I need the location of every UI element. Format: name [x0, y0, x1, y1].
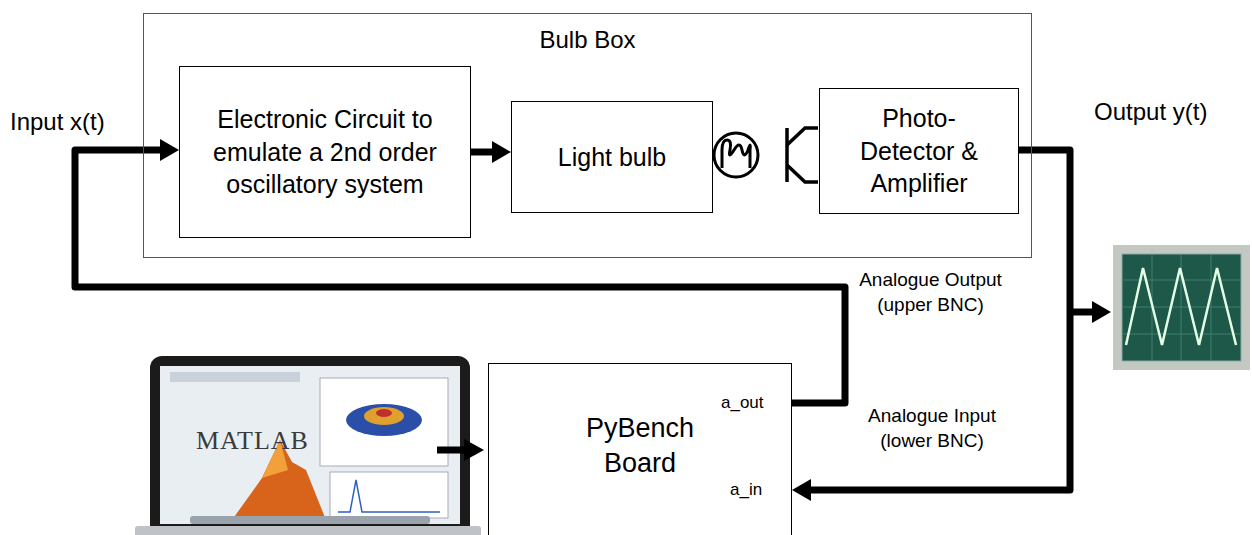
- usb-link-arrow: [437, 439, 484, 461]
- pin-name: a_out: [721, 392, 764, 414]
- bulb-symbol: [714, 133, 758, 177]
- arrowhead: [792, 479, 811, 501]
- signal-name: Input x(t): [10, 106, 105, 137]
- signal-wire: [792, 150, 1070, 501]
- process-box: Electronic Circuit to emulate a 2nd orde…: [179, 66, 471, 238]
- wire-line: [471, 149, 494, 156]
- box-title: Bulb Box: [144, 24, 1031, 55]
- scope-feed: [1070, 301, 1111, 323]
- oscilloscope: [1113, 245, 1250, 370]
- process-box: Light bulb: [511, 101, 713, 213]
- arrowhead: [492, 141, 511, 163]
- box-label: Light bulb: [558, 141, 666, 174]
- wire-line: [809, 150, 1070, 490]
- software-name: MATLAB: [196, 424, 309, 458]
- port-note: Analogue Input (lower BNC): [862, 404, 1002, 453]
- pin-name: a_in: [730, 479, 762, 501]
- photodetector-symbol: [787, 128, 818, 182]
- enclosure-box: Bulb BoxElectronic Circuit to emulate a …: [143, 13, 1032, 258]
- board-box: PyBench Board: [488, 363, 792, 535]
- box-label: Photo- Detector & Amplifier: [849, 102, 989, 200]
- signal-wire: [471, 141, 511, 163]
- wire-line: [75, 150, 845, 403]
- box-label: Electronic Circuit to emulate a 2nd orde…: [190, 103, 460, 201]
- box-label: PyBench Board: [570, 411, 710, 481]
- laptop: [135, 356, 481, 535]
- process-box: Photo- Detector & Amplifier: [819, 88, 1019, 214]
- port-note: Analogue Output (upper BNC): [858, 268, 1003, 317]
- arrowhead: [160, 139, 179, 161]
- signal-name: Output y(t): [1094, 96, 1207, 127]
